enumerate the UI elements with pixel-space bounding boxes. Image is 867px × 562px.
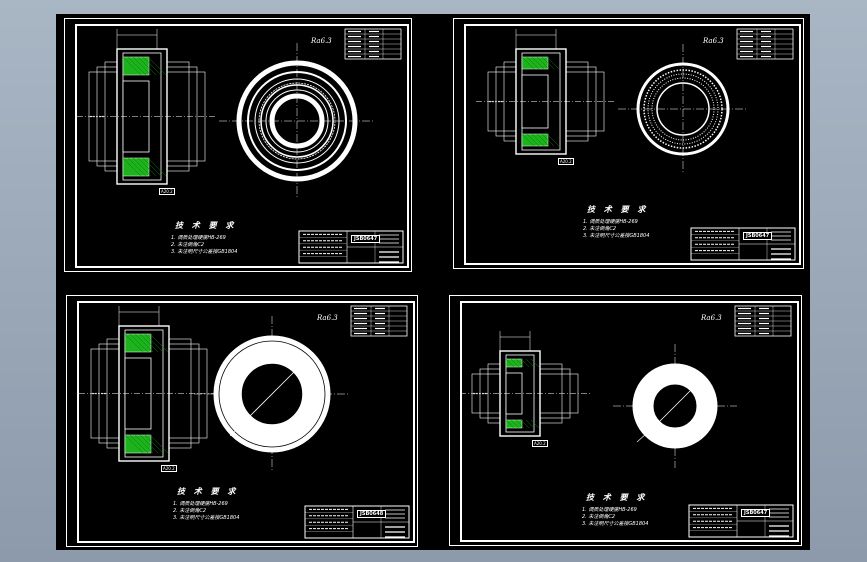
drawing-canvas xyxy=(476,28,796,261)
hatch-bottom xyxy=(505,419,523,429)
tech-requirements-title: 技 术 要 求 xyxy=(587,205,649,214)
part-code-label: JSB0648 xyxy=(357,510,387,518)
roughness-symbol: Ra6.3 xyxy=(311,37,332,45)
dimension-tag: A20.2 xyxy=(532,440,548,447)
tech-requirement-note: 2. 未注倒角C2 xyxy=(582,514,616,520)
tech-requirement-note: 3. 未注明尺寸公差按GB1804 xyxy=(173,515,240,521)
tech-requirement-note: 3. 未注明尺寸公差按GB1804 xyxy=(583,233,650,239)
tech-requirement-note: 2. 未注倒角C2 xyxy=(173,508,207,514)
front-view-ring xyxy=(194,316,350,472)
tech-requirement-note: 3. 未注明尺寸公差按GB1804 xyxy=(582,521,649,527)
front-view-ring xyxy=(618,44,748,174)
drawing-canvas xyxy=(77,28,404,264)
drawing-canvas xyxy=(79,305,410,539)
dimension-tag: A20.2 xyxy=(159,188,175,195)
roughness-symbol: Ra6.3 xyxy=(701,314,722,322)
dimension-tag: A20.2 xyxy=(161,465,177,472)
part-code-label: JSB0647 xyxy=(351,235,381,243)
section-view xyxy=(77,29,217,185)
tech-requirement-note: 1. 调质处理硬度HB-269 xyxy=(173,501,228,507)
drawing-border xyxy=(75,24,409,268)
tech-requirement-note: 1. 调质处理硬度HB-269 xyxy=(583,219,638,225)
section-view xyxy=(460,331,590,437)
part-code-label: JSB0647 xyxy=(743,232,773,240)
section-view xyxy=(79,306,219,462)
tech-requirements-title: 技 术 要 求 xyxy=(175,221,237,230)
dimension-tag: A20.2 xyxy=(558,158,574,165)
tech-requirement-note: 3. 未注明尺寸公差按GB1804 xyxy=(171,249,238,255)
section-view xyxy=(476,29,616,155)
parameter-table xyxy=(350,305,408,337)
hatch-top xyxy=(505,358,523,368)
parameter-table xyxy=(736,28,794,60)
drawing-border xyxy=(77,301,415,543)
title-block xyxy=(304,505,410,539)
drawing-border xyxy=(460,301,799,542)
front-view-ring xyxy=(613,344,737,468)
tech-requirement-note: 2. 未注倒角C2 xyxy=(171,242,205,248)
tech-requirement-note: 2. 未注倒角C2 xyxy=(583,226,617,232)
tech-requirement-note: 1. 调质处理硬度HB-269 xyxy=(582,507,637,513)
drawing-border xyxy=(464,24,801,265)
parameter-table xyxy=(734,305,792,337)
tech-requirements-title: 技 术 要 求 xyxy=(177,487,239,496)
part-code-label: JSB0647 xyxy=(741,509,771,517)
roughness-symbol: Ra6.3 xyxy=(703,37,724,45)
roughness-symbol: Ra6.3 xyxy=(317,314,338,322)
parameter-table xyxy=(344,28,402,60)
front-view-ring xyxy=(219,43,375,199)
tech-requirements-title: 技 术 要 求 xyxy=(586,493,648,502)
tech-requirement-note: 1. 调质处理硬度HB-269 xyxy=(171,235,226,241)
